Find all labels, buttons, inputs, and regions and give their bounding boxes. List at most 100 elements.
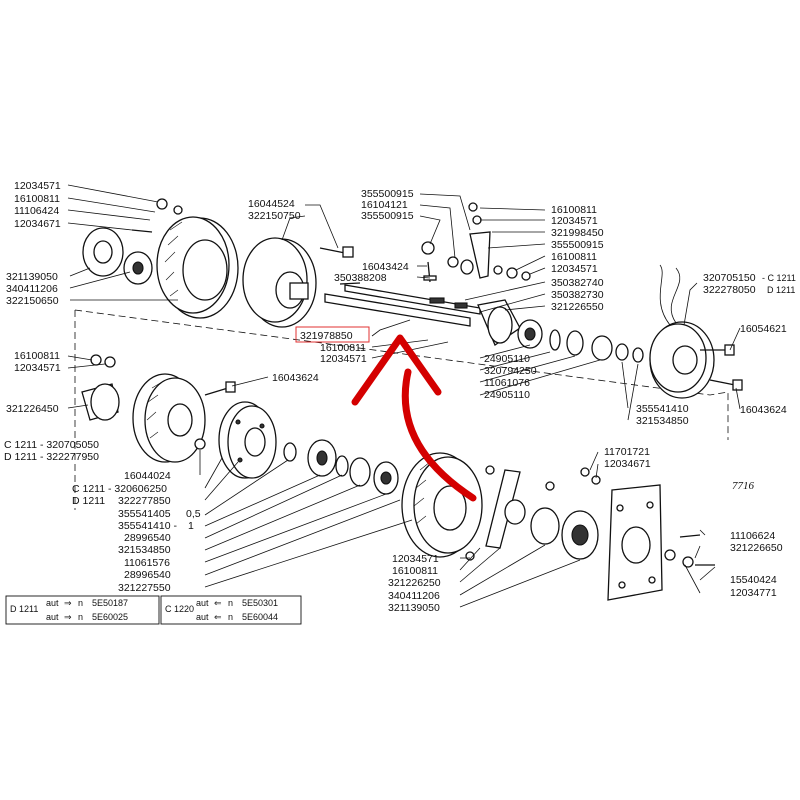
label-l3: 11106424 bbox=[14, 205, 59, 217]
label-l64: 12034771 bbox=[730, 587, 777, 599]
label-l29: 11061076 bbox=[484, 377, 530, 389]
legend-left-model: D 1211 bbox=[10, 604, 38, 614]
legend-left-row1-post: n bbox=[78, 598, 83, 608]
legend-right-row2-post: n bbox=[228, 612, 233, 622]
label-l8: 16044524 bbox=[248, 198, 295, 210]
label-l57: 16100811 bbox=[392, 565, 438, 577]
label-l10: 355500915 bbox=[361, 188, 414, 200]
label-l49: 321534850 bbox=[118, 544, 171, 556]
label-l35: 16100811 bbox=[320, 342, 366, 354]
label-l46: 355541405 bbox=[118, 508, 171, 520]
label-l50: 11061576 bbox=[124, 557, 170, 569]
label-l47b: 1 bbox=[188, 520, 194, 532]
bearing-bracket-321226550 bbox=[477, 299, 644, 363]
legend-left-row2-pre: aut bbox=[46, 612, 59, 622]
label-l4: 12034671 bbox=[14, 218, 61, 230]
label-l22: 350382730 bbox=[551, 289, 604, 301]
label-l51: 28996540 bbox=[124, 569, 171, 581]
flange-hub-upper-left bbox=[82, 227, 153, 285]
legend-left-row2-post: n bbox=[78, 612, 83, 622]
label-l12: 355500915 bbox=[361, 210, 414, 222]
bracket-arm-lower bbox=[465, 465, 599, 561]
label-l46b: 0,5 bbox=[186, 508, 201, 520]
label-l61: 11106624 bbox=[730, 530, 775, 542]
legend-right-row1-pre: aut bbox=[196, 598, 209, 608]
label-l56: 12034571 bbox=[392, 553, 439, 565]
bolt-16044524 bbox=[319, 246, 354, 258]
label-l11: 16104121 bbox=[361, 199, 408, 211]
label-l23: 321226550 bbox=[551, 301, 604, 313]
bearing-stack-lower bbox=[283, 439, 399, 495]
bolt-left-small bbox=[131, 198, 183, 233]
label-l42: D 1211 - 322277950 bbox=[4, 451, 99, 463]
label-l5: 321139050 bbox=[6, 271, 58, 283]
label-l20: 12034571 bbox=[551, 263, 598, 275]
label-l58: 321226250 bbox=[388, 577, 441, 589]
pulley-lower-right bbox=[401, 452, 483, 558]
label-l53: 11701721 bbox=[604, 446, 650, 458]
label-l21: 350382740 bbox=[551, 277, 604, 289]
pulley-lower-large bbox=[132, 373, 236, 463]
label-l54: 12034671 bbox=[604, 458, 651, 470]
label-l28: 320794250 bbox=[484, 365, 537, 377]
label-l38: 12034571 bbox=[14, 362, 61, 374]
label-l15: 16100811 bbox=[551, 204, 597, 216]
label-l30: 24905110 bbox=[484, 389, 530, 401]
label-l24: 320705150 bbox=[703, 272, 756, 284]
small-hardware-top bbox=[339, 202, 531, 285]
legend-right-row1-code: 5E50301 bbox=[242, 598, 278, 608]
label-l63: 15540424 bbox=[730, 574, 777, 586]
label-l52: 321227550 bbox=[118, 582, 171, 594]
leader-lines bbox=[67, 184, 741, 608]
legend-right-row2-code: 5E60044 bbox=[242, 612, 278, 622]
label-l40: 16043624 bbox=[272, 372, 319, 384]
label-l14: 350388208 bbox=[334, 272, 387, 284]
label-l55: 7716 bbox=[732, 480, 755, 492]
label-l1: 12034571 bbox=[14, 180, 61, 192]
label-l43: 16044024 bbox=[124, 470, 171, 482]
legend-right-row1-post: n bbox=[228, 598, 233, 608]
red-pointer-arrow bbox=[351, 334, 477, 502]
mounting-plate bbox=[580, 467, 715, 601]
label-l24c: - C 1211 bbox=[762, 273, 796, 283]
label-l37: 16100811 bbox=[14, 350, 60, 362]
label-l17: 321998450 bbox=[551, 227, 604, 239]
label-l32: 321534850 bbox=[636, 415, 689, 427]
label-l47: 355541410 - bbox=[118, 520, 177, 532]
electromagnetic-clutch-320705150 bbox=[649, 264, 743, 399]
label-l7: 322150650 bbox=[6, 295, 59, 307]
label-l2: 16100811 bbox=[14, 193, 60, 205]
pulley-second bbox=[242, 237, 317, 328]
label-l36: 12034571 bbox=[320, 353, 367, 365]
label-l19: 16100811 bbox=[551, 251, 597, 263]
label-l18: 355500915 bbox=[551, 239, 604, 251]
label-l25c: D 1211 bbox=[767, 285, 795, 295]
label-l59: 340411206 bbox=[388, 590, 440, 602]
label-l34: 321978850 bbox=[300, 330, 353, 342]
flange-hub-lower-left bbox=[81, 354, 120, 421]
label-l45b: 322277850 bbox=[118, 495, 171, 507]
label-l45: D 1211 bbox=[72, 495, 105, 507]
label-l44: C 1211 - 320606250 bbox=[72, 483, 167, 495]
label-l27: 24905110 bbox=[484, 353, 530, 365]
label-l48: 28996540 bbox=[124, 532, 171, 544]
legend-left-row1-pre: aut bbox=[46, 598, 59, 608]
legend-right-model: C 1220 bbox=[165, 604, 194, 614]
label-l39: 321226450 bbox=[6, 403, 59, 415]
legend-left-row1-arrow: ⇒ bbox=[64, 598, 72, 608]
legend-left-row1-code: 5E50187 bbox=[92, 598, 128, 608]
label-l6: 340411206 bbox=[6, 283, 58, 295]
legend-right-row1-arrow: ⇐ bbox=[214, 598, 222, 608]
label-l25: 322278050 bbox=[703, 284, 756, 296]
pulley-large bbox=[156, 216, 239, 319]
label-l26: 16054621 bbox=[740, 323, 787, 335]
main-shaft-321978850 bbox=[324, 284, 481, 327]
legend-right-row2-pre: aut bbox=[196, 612, 209, 622]
legend-box-left: D 1211 aut ⇒ n 5E50187 aut ⇒ n 5E60025 bbox=[5, 595, 160, 625]
legend-left-row2-code: 5E60025 bbox=[92, 612, 128, 622]
clutch-disc-lower bbox=[194, 401, 277, 479]
label-l60: 321139050 bbox=[388, 602, 440, 614]
label-l41: C 1211 - 320705050 bbox=[4, 439, 99, 451]
